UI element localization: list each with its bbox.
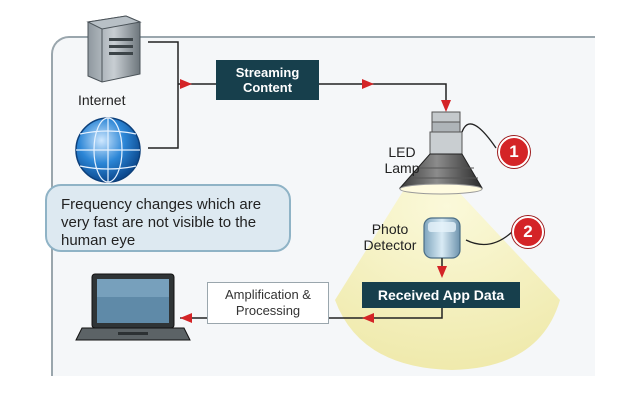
- photo-detector-label: Photo Detector: [363, 221, 417, 253]
- arrow-right-red: [362, 79, 374, 89]
- arrow-to-streaming: [180, 79, 192, 89]
- pointer-line-1: [461, 123, 497, 149]
- globe-icon: [75, 117, 141, 183]
- pointer-line-2: [465, 231, 513, 246]
- arrow-left-red-2: [180, 313, 192, 323]
- frequency-callout: Frequency changes which are very fast ar…: [45, 184, 291, 252]
- led-lamp-icon: [398, 111, 483, 195]
- streaming-content-box: Streaming Content: [216, 60, 319, 100]
- arrow-down-detector: [437, 266, 447, 278]
- step-1-badge: 1: [498, 136, 530, 168]
- arrow-down-red: [441, 100, 451, 112]
- arrow-left-red-1: [362, 313, 374, 323]
- received-app-data-box: Received App Data: [362, 282, 520, 308]
- photo-detector-icon: [423, 217, 461, 278]
- streaming-to-lamp-line: [319, 83, 447, 108]
- server-icon: [86, 15, 142, 83]
- led-lamp-label: LED Lamp: [384, 144, 420, 176]
- amplification-processing-box: Amplification & Processing: [207, 282, 329, 324]
- input-connector: [148, 41, 179, 149]
- internet-label: Internet: [78, 92, 126, 108]
- laptop-icon: [75, 273, 191, 341]
- step-2-badge: 2: [512, 216, 544, 248]
- light-cone: [335, 188, 560, 370]
